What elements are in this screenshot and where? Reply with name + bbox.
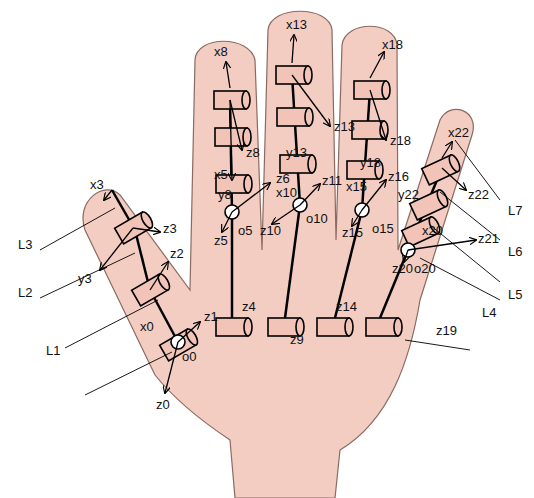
axis-label: z14 [336,300,357,313]
axis-label: y8 [218,188,232,201]
length-label: L3 [18,238,32,251]
axis-label: x10 [276,186,297,199]
axis-label: z20 [392,262,413,275]
axis-label: z22 [468,188,489,201]
axis-label: z16 [388,170,409,183]
axis-label: z1 [204,310,218,323]
axis-label: z3 [163,222,177,235]
axis-label: y13 [286,146,307,159]
length-label: L7 [508,204,522,217]
axis-label: x18 [382,38,403,51]
axis-label: z9 [290,333,304,346]
axis-label: x0 [140,320,154,333]
axis-label: z21 [478,232,499,245]
axis-label: x3 [90,178,104,191]
axis-label: z4 [242,300,256,313]
axis-label: z2 [170,247,184,260]
joint-origin-label: o5 [238,224,252,237]
joint-origin-label: o10 [306,212,328,225]
axis-label: z10 [260,224,281,237]
axis-label: z13 [334,120,355,133]
axis-label: y18 [360,156,381,169]
axis-label: x8 [214,45,228,58]
axis-label: x13 [286,18,307,31]
axis-label: x5 [214,168,228,181]
length-label: L6 [508,245,522,258]
joint-origin-label: o20 [414,262,436,275]
axis-label: x15 [346,180,367,193]
axis-label: z8 [246,146,260,159]
axis-label: z15 [342,226,363,239]
axis-label: z19 [436,324,457,337]
axis-label: z6 [276,172,290,185]
axis-label: y22 [398,188,419,201]
axis-label: z0 [156,398,170,411]
length-label: L4 [482,306,496,319]
axis-label: z11 [322,174,342,187]
length-label: L2 [18,286,32,299]
axis-label: z5 [214,234,228,247]
axis-label: y3 [78,272,92,285]
length-label: L1 [46,344,60,357]
axis-label: x20 [422,224,443,237]
joint-origin-label: o15 [372,222,394,235]
length-label: L5 [508,288,522,301]
axis-label: x22 [448,126,469,139]
axis-label: z18 [390,134,411,147]
joint-origin-label: o0 [182,350,196,363]
